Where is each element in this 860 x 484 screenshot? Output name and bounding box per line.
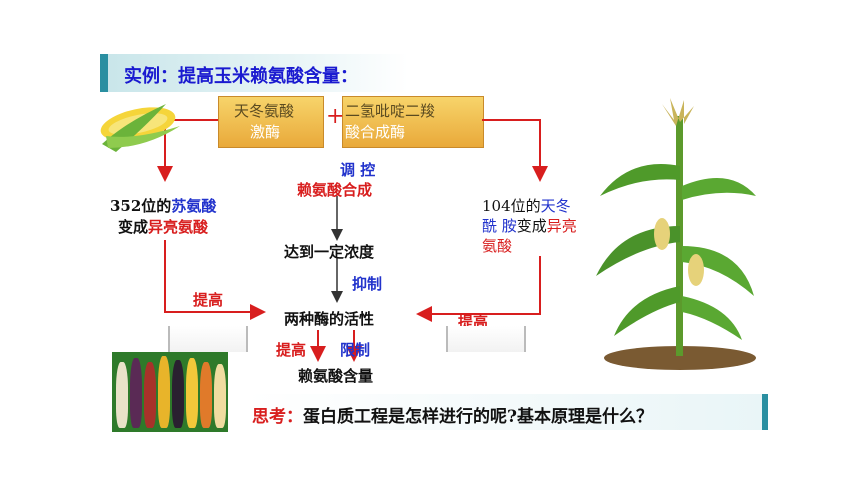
page-title: 实例：提高玉米赖氨酸含量： xyxy=(124,62,358,88)
corn-cob-cream xyxy=(214,364,226,428)
enzyme-right-line2: 酸合成酶 xyxy=(345,123,406,141)
left-mutation-new-aa: 异亮氨酸 xyxy=(148,218,209,236)
label-increase-center: 提高 xyxy=(276,341,307,359)
label-lysine-synthesis: 赖氨酸合成 xyxy=(297,181,373,199)
title-text: 提高玉米赖氨酸含量： xyxy=(178,66,358,87)
label-enzyme-activity: 两种酶的活性 xyxy=(284,310,375,328)
label-inhibit: 抑制 xyxy=(352,275,383,293)
corn-cob-black xyxy=(172,360,184,428)
corn-cob-yellow xyxy=(186,358,198,428)
right-mutation-line2: 酰 胺变成异亮 xyxy=(482,216,577,236)
corn-plant-illustration xyxy=(596,98,756,370)
title-prefix: 实例： xyxy=(124,66,178,87)
enzyme-right-line1: 二氢吡啶二羧 xyxy=(345,102,436,120)
right-mutation-position: 104位的 xyxy=(482,197,541,215)
label-limit: 限制 xyxy=(340,341,371,359)
right-mutation-original-aa: 天冬 xyxy=(540,197,571,215)
faded-box-left xyxy=(168,326,248,352)
corn-cob-red xyxy=(144,362,156,428)
enzyme-left-line2: 激酶 xyxy=(250,123,281,141)
corn-cob-orange xyxy=(200,362,212,428)
corn-cob-purple xyxy=(130,358,142,428)
question-text: 思考：蛋白质工程是怎样进行的呢?基本原理是什么？ xyxy=(252,402,653,427)
left-mutation-line1: 352位的苏氨酸 xyxy=(110,196,216,216)
label-lysine-content: 赖氨酸含量 xyxy=(298,367,374,385)
plus-sign: + xyxy=(326,104,345,129)
enzyme-left-line1: 天冬氨酸 xyxy=(234,102,295,120)
label-increase-left: 提高 xyxy=(193,291,224,309)
corn-cob-illustration xyxy=(100,104,180,152)
right-mutation-new-aa: 异亮 xyxy=(546,217,577,235)
question-body: 蛋白质工程是怎样进行的呢?基本原理是什么？ xyxy=(303,407,653,427)
label-concentration: 达到一定浓度 xyxy=(284,243,375,261)
right-mutation-line3: 氨酸 xyxy=(482,237,513,255)
enzyme-box-left xyxy=(218,96,324,148)
right-mutation-original-aa-cont: 酰 胺 xyxy=(482,217,517,235)
enzyme-box-right xyxy=(342,96,484,148)
colorful-corn-photo xyxy=(112,352,228,432)
left-mutation-line2: 变成异亮氨酸 xyxy=(118,217,208,237)
label-regulate: 调 控 xyxy=(340,161,376,179)
corn-cob-white xyxy=(116,362,128,428)
corn-cob-gold xyxy=(158,356,170,428)
question-prefix: 思考： xyxy=(252,407,303,427)
left-mutation-change: 变成 xyxy=(118,218,149,236)
left-mutation-position: 352位的 xyxy=(110,197,172,215)
title-banner xyxy=(100,54,408,92)
right-mutation-change: 变成 xyxy=(516,217,547,235)
faded-box-right xyxy=(446,326,526,352)
left-mutation-original-aa: 苏氨酸 xyxy=(171,197,217,215)
question-banner xyxy=(246,394,768,430)
right-mutation-line1: 104位的天冬 xyxy=(482,196,571,216)
